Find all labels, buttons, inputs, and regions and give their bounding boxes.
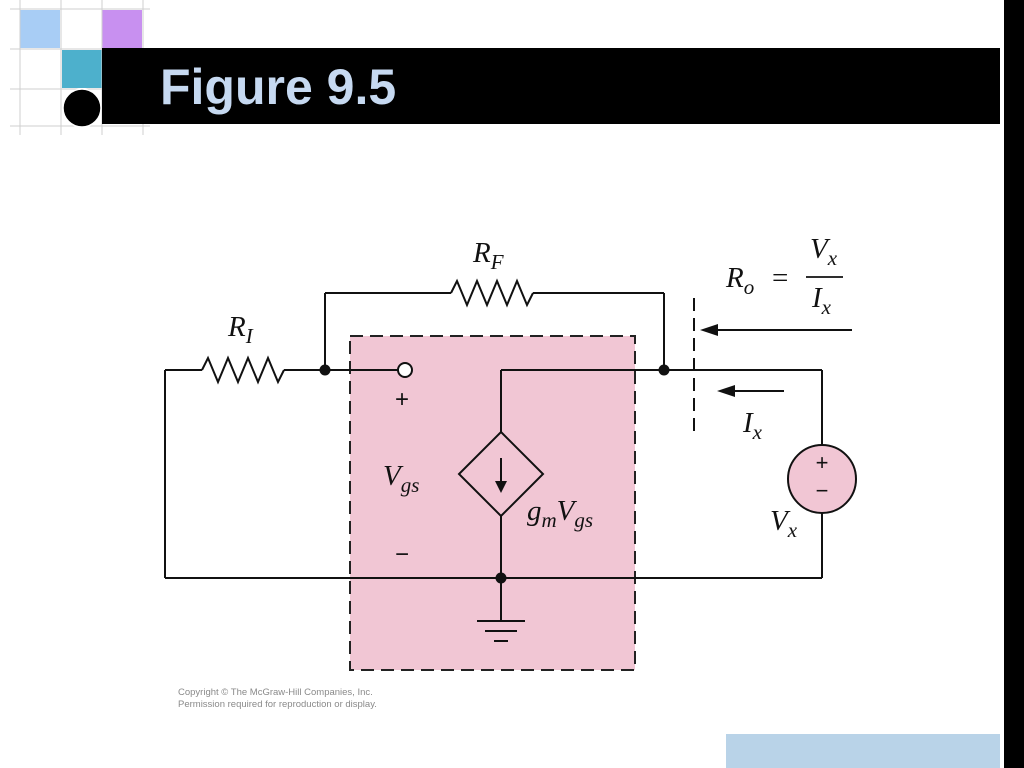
- deco-square-teal: [62, 50, 102, 88]
- label-vx: Vx: [770, 505, 798, 542]
- gate-terminal: [397, 362, 413, 378]
- junction-dot: [658, 364, 670, 376]
- label-frac-numerator: Vx: [810, 233, 838, 270]
- junction-dot: [495, 572, 507, 584]
- deco-square-blue: [20, 10, 60, 48]
- copyright-line-2: Permission required for reproduction or …: [178, 699, 377, 710]
- deco-square-purple: [102, 10, 142, 48]
- label-rf: RF: [472, 237, 504, 274]
- down-arrow-icon: [495, 458, 507, 493]
- right-edge-bar: [1000, 0, 1024, 768]
- label-frac-denominator: Ix: [811, 282, 832, 319]
- label-plus: +: [395, 386, 409, 413]
- test-voltage-source: [787, 444, 857, 514]
- label-vgs: Vgs: [383, 460, 419, 497]
- label-minus: −: [395, 541, 409, 568]
- bottom-accent-block: [726, 734, 1000, 768]
- label-equals: =: [772, 262, 788, 294]
- copyright-notice: Copyright © The McGraw-Hill Companies, I…: [178, 687, 377, 711]
- resistor-rf: [450, 278, 534, 308]
- junction-dot: [319, 364, 331, 376]
- label-ro: Ro: [725, 262, 754, 299]
- title-bar: [102, 48, 1000, 124]
- ix-arrow-icon: [717, 385, 784, 397]
- source-plus: +: [816, 450, 829, 475]
- resistor-ri: [201, 355, 285, 385]
- copyright-line-1: Copyright © The McGraw-Hill Companies, I…: [178, 687, 373, 698]
- label-ri: RI: [227, 311, 254, 348]
- page-title: Figure 9.5: [160, 59, 397, 115]
- label-gm-vgs: gmVgs: [527, 495, 593, 532]
- deco-circle: [62, 88, 102, 128]
- label-ix: Ix: [742, 407, 763, 444]
- circuit-diagram: + − RF RI Ro = Vx Ix Ix Vx Vgs + − gmVgs: [164, 233, 857, 671]
- right-edge-highlight: [1000, 0, 1004, 768]
- ground-icon: [477, 620, 525, 642]
- ro-arrow-icon: [700, 324, 852, 336]
- source-minus: −: [816, 478, 829, 503]
